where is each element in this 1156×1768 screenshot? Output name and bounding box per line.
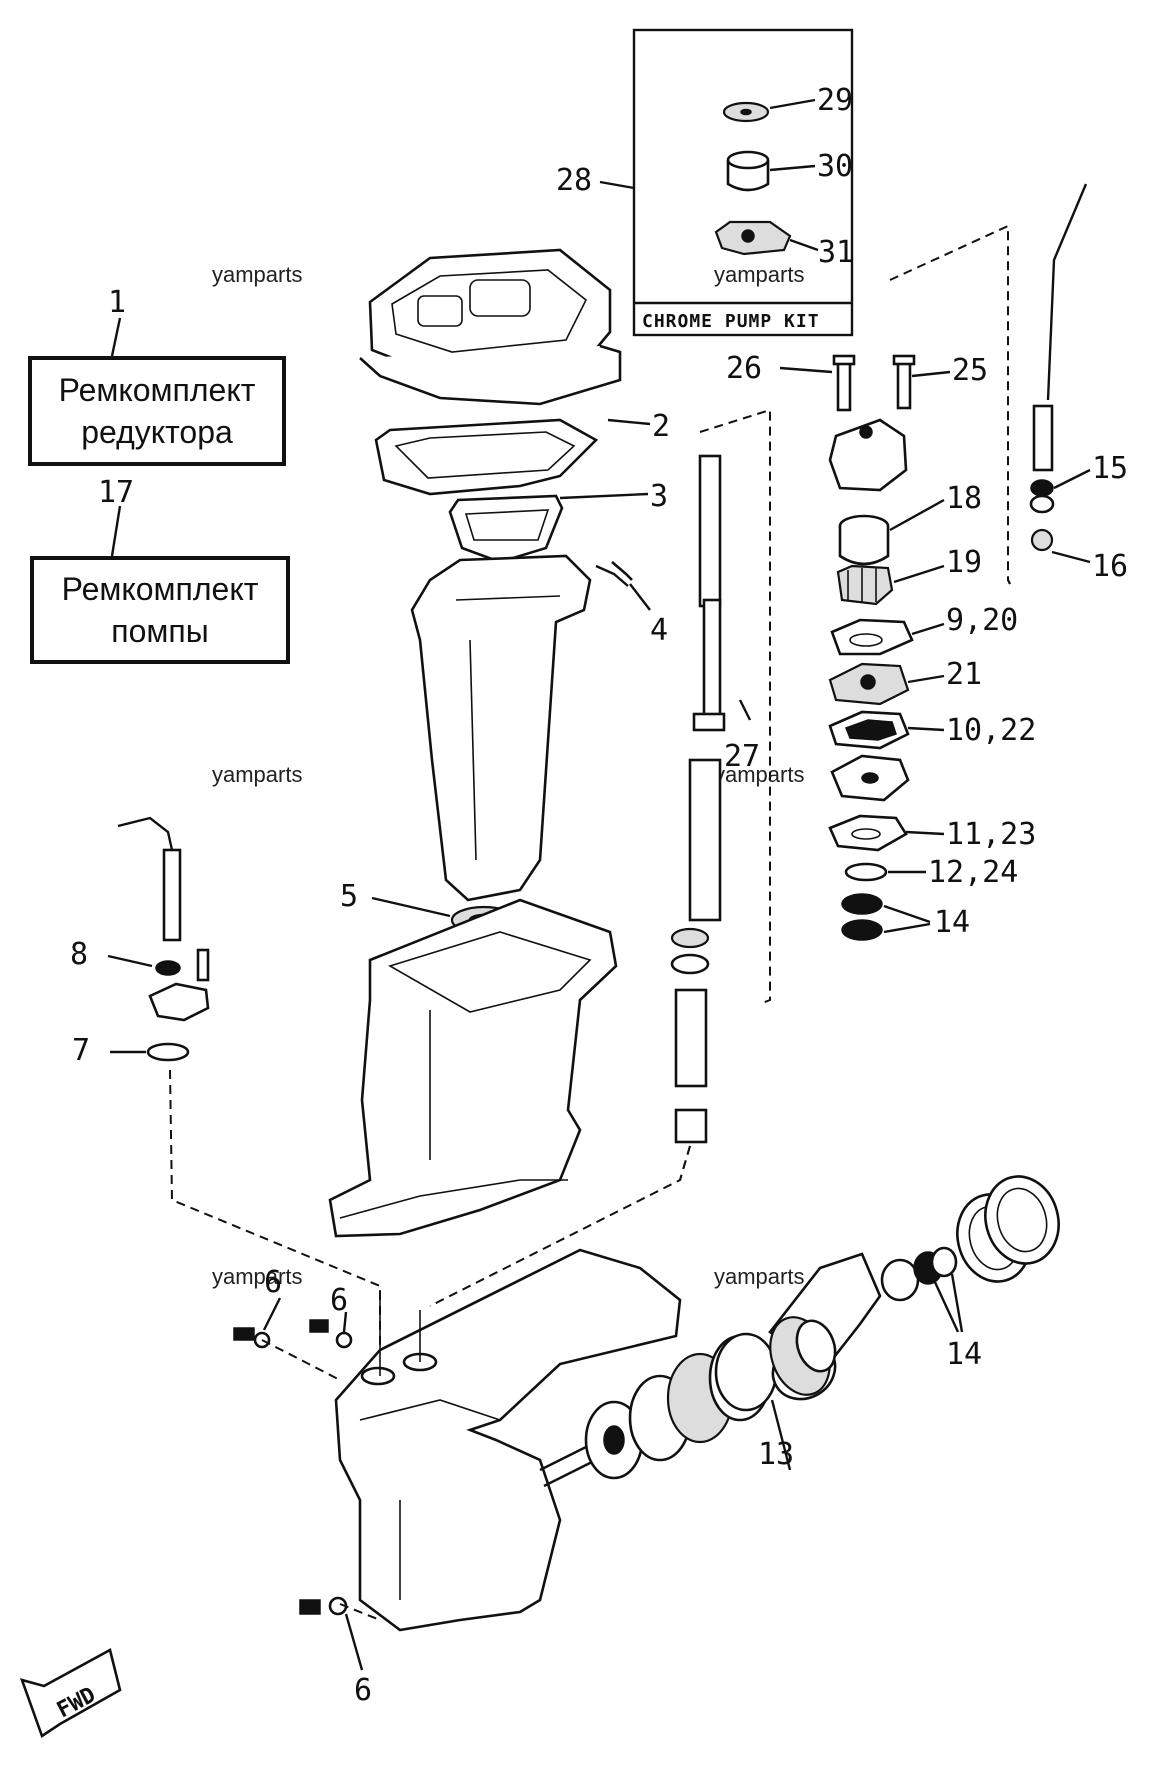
repair-kit-gearbox-line2: редуктора — [81, 414, 233, 450]
callout-11-23: 11,23 — [946, 817, 1036, 852]
watermark: yamparts — [212, 1264, 302, 1289]
callout-31: 31 — [818, 235, 854, 270]
callout-29: 29 — [817, 83, 853, 118]
watermark: yamparts — [212, 762, 302, 787]
callout-14-pump: 14 — [934, 905, 970, 940]
watermark: yamparts — [714, 1264, 804, 1289]
water-pump-stack: 26 25 18 19 9,20 21 10,22 — [726, 224, 1036, 941]
callout-9-20: 9,20 — [946, 603, 1018, 638]
repair-kit-pump-line2: помпы — [111, 613, 209, 649]
callout-10-22: 10,22 — [946, 713, 1036, 748]
callout-6-b: 6 — [330, 1283, 348, 1318]
driveshaft-housing: 4 — [410, 554, 668, 902]
callout-30: 30 — [817, 149, 853, 184]
callout-3: 3 — [650, 479, 668, 514]
callout-25: 25 — [952, 353, 988, 388]
callout-7: 7 — [72, 1033, 90, 1068]
callout-18: 18 — [946, 481, 982, 516]
callout-28: 28 — [556, 163, 592, 198]
callout-6-c: 6 — [354, 1673, 372, 1708]
callout-13: 13 — [758, 1437, 794, 1472]
callout-5: 5 — [340, 879, 358, 914]
callout-1: 1 — [108, 285, 126, 320]
driveshaft: 27 — [670, 408, 771, 1181]
watermark: yamparts — [714, 762, 804, 787]
callout-12-24: 12,24 — [928, 855, 1018, 890]
lower-gearcase: 6 6 6 — [233, 1145, 691, 1708]
propshaft-assembly: 13 14 — [539, 1175, 1060, 1488]
callout-15: 15 — [1092, 451, 1128, 486]
upper-mount-assembly: 2 3 — [359, 248, 670, 564]
pump-kit-title: CHROME PUMP KIT — [642, 311, 820, 332]
chrome-pump-kit-box: CHROME PUMP KIT 29 30 31 28 — [556, 28, 854, 337]
callout-8: 8 — [70, 937, 88, 972]
callout-26: 26 — [726, 351, 762, 386]
water-tube: 15 16 — [1007, 183, 1128, 585]
watermark: yamparts — [212, 262, 302, 287]
callout-27: 27 — [724, 739, 760, 774]
upper-casing — [328, 898, 618, 1238]
repair-kit-pump-box: Ремкомплект помпы — [30, 556, 290, 664]
callout-2: 2 — [652, 409, 670, 444]
repair-kit-gearbox-line1: Ремкомплект — [58, 372, 256, 408]
callout-16: 16 — [1092, 549, 1128, 584]
watermark: yamparts — [714, 262, 804, 287]
repair-kit-pump-line1: Ремкомплект — [61, 571, 259, 607]
callout-6-a: 6 — [264, 1265, 282, 1300]
shift-rod: 8 7 — [70, 816, 381, 1380]
callout-17: 17 — [98, 475, 134, 510]
fwd-arrow: FWD — [19, 1648, 122, 1739]
callout-19: 19 — [946, 545, 982, 580]
callout-21: 21 — [946, 657, 982, 692]
repair-kit-gearbox-box: Ремкомплект редуктора — [28, 356, 286, 466]
callout-14-propshaft: 14 — [946, 1337, 982, 1372]
callout-4: 4 — [650, 613, 668, 648]
